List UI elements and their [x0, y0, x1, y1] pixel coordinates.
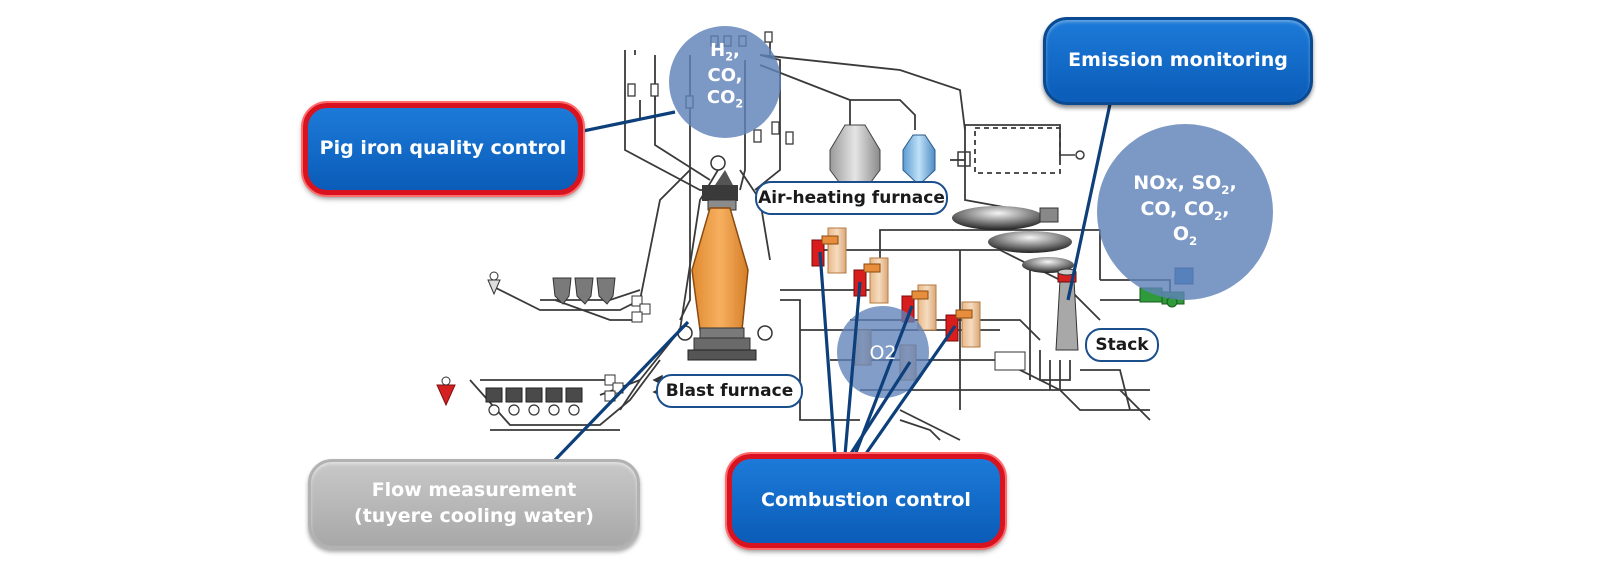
gas-holders	[952, 206, 1074, 273]
gas-bubble-emission	[1097, 124, 1273, 300]
combustion-control-callout[interactable]: Combustion control	[727, 454, 1005, 548]
gas-tanks	[829, 124, 936, 191]
combustion-label: Combustion control	[761, 489, 971, 512]
blast-furnace-label: Blast furnace	[656, 374, 803, 408]
pig-iron-quality-control-callout[interactable]: Pig iron quality control	[303, 103, 583, 195]
gas-bubble-combustion	[837, 306, 929, 398]
red-hopper	[436, 384, 456, 407]
emission-monitoring-callout[interactable]: Emission monitoring	[1043, 17, 1313, 105]
stack-shape	[1055, 268, 1079, 351]
connector-lines	[553, 103, 1112, 462]
lower-hoppers	[485, 387, 583, 403]
pig-iron-label: Pig iron quality control	[319, 137, 567, 160]
dashed-unit	[974, 127, 1061, 174]
air-heating-furnace-label: Air-heating furnace	[755, 181, 948, 215]
gas-text-combustion: O2	[869, 342, 897, 364]
emission-label: Emission monitoring	[1068, 49, 1288, 72]
stack-label: Stack	[1085, 328, 1159, 362]
flow-label-line1: Flow measurement	[371, 479, 577, 502]
flow-label-line2: (tuyere cooling water)	[354, 505, 594, 527]
gas-text-emission: NOx, SO2, CO, CO2, O2	[1133, 172, 1237, 248]
gas-bubble-top	[669, 26, 781, 138]
gas-text-top: H2, CO, CO2	[706, 40, 744, 111]
upper-hoppers	[552, 277, 616, 305]
flow-measurement-callout[interactable]: Flow measurement (tuyere cooling water)	[308, 459, 640, 549]
